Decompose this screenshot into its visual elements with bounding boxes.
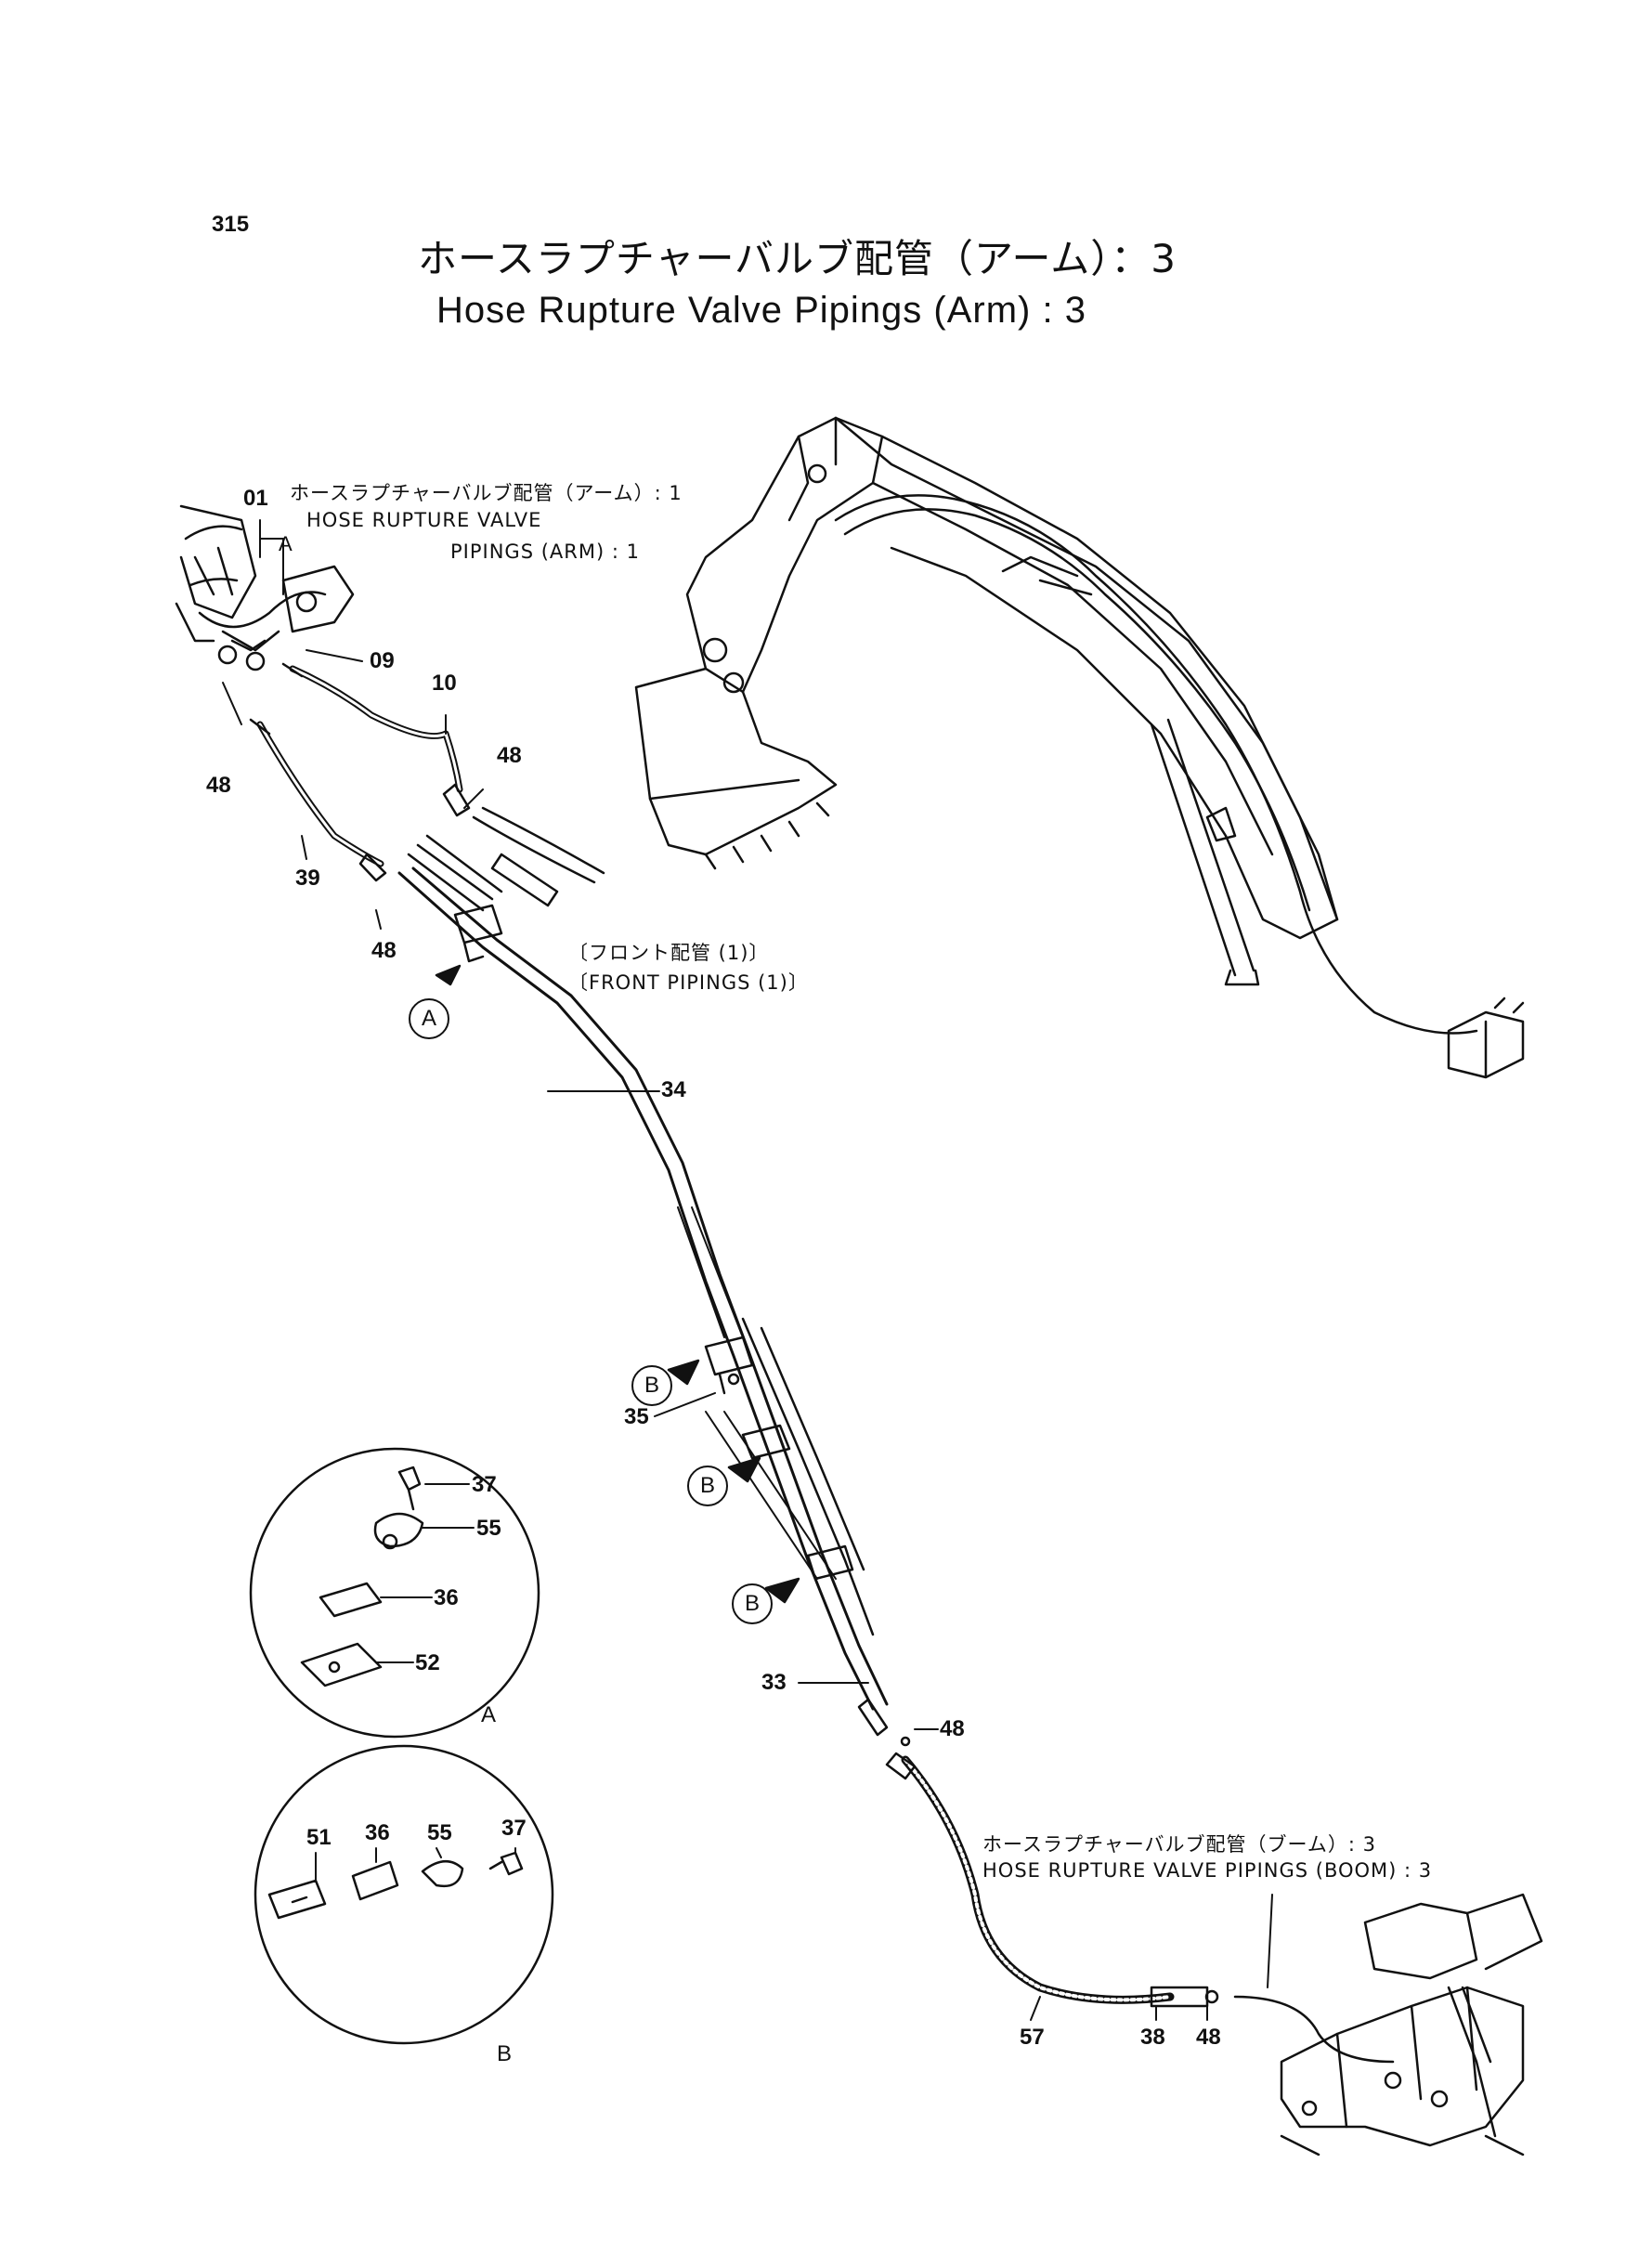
detail-a-part-55: 55 xyxy=(476,1516,501,1541)
title-japanese: ホースラプチャーバルブ配管（アーム）：3 xyxy=(418,236,1177,281)
part-01: 01 xyxy=(243,486,268,511)
part-33: 33 xyxy=(761,1670,787,1695)
ref-arm1-jp: ホースラプチャーバルブ配管（アーム）: 1 xyxy=(290,482,683,504)
part-35: 35 xyxy=(624,1404,649,1429)
ref-boom3-jp: ホースラプチャーバルブ配管（ブーム）: 3 xyxy=(982,1833,1377,1856)
part-09: 09 xyxy=(370,648,395,673)
detail-b-label: B xyxy=(497,2041,513,2066)
detail-a-part-37: 37 xyxy=(472,1472,497,1497)
detail-circle-b xyxy=(254,1744,554,2045)
boom-hose-rupture-valve xyxy=(1233,1893,1543,2156)
excavator-illustration xyxy=(634,416,1525,1079)
part-39: 39 xyxy=(295,866,320,891)
part-48-upper-left: 48 xyxy=(206,773,231,798)
part-48-bottom: 48 xyxy=(1196,2025,1221,2050)
detail-b-part-55: 55 xyxy=(427,1820,452,1845)
detail-b-part-51: 51 xyxy=(306,1825,332,1850)
part-34: 34 xyxy=(661,1077,686,1102)
detail-a-part-36: 36 xyxy=(434,1585,459,1610)
page-number: 315 xyxy=(212,212,250,237)
part-48-upper-right: 48 xyxy=(497,743,522,768)
ref-front-jp: 〔フロント配管 (1)〕 xyxy=(568,942,770,964)
hose-rupture-valve-arm xyxy=(175,504,355,671)
ref-boom3-en: HOSE RUPTURE VALVE PIPINGS (BOOM) : 3 xyxy=(982,1859,1433,1882)
detail-b-part-36: 36 xyxy=(365,1820,390,1845)
detail-b-part-37: 37 xyxy=(501,1816,527,1841)
ref-front-en: 〔FRONT PIPINGS (1)〕 xyxy=(568,971,809,994)
detail-a-label: A xyxy=(481,1702,497,1727)
detail-circle-a xyxy=(249,1447,540,1739)
ref-arm1-en-2: PIPINGS (ARM) : 1 xyxy=(450,541,640,563)
title-english: Hose Rupture Valve Pipings (Arm) : 3 xyxy=(436,290,1086,331)
part-48-lower: 48 xyxy=(940,1716,965,1741)
part-10: 10 xyxy=(432,671,457,696)
part-48-mid: 48 xyxy=(371,938,397,963)
callout-circle-b-2: B xyxy=(687,1466,728,1506)
callout-a-letter: A xyxy=(279,532,293,555)
ref-arm1-en-1: HOSE RUPTURE VALVE xyxy=(306,509,542,531)
detail-a-part-52: 52 xyxy=(415,1650,440,1675)
part-38: 38 xyxy=(1140,2025,1165,2050)
callout-circle-b-3: B xyxy=(732,1583,773,1624)
callout-circle-a: A xyxy=(409,998,449,1039)
part-57: 57 xyxy=(1020,2025,1045,2050)
callout-circle-b-1: B xyxy=(631,1365,672,1406)
